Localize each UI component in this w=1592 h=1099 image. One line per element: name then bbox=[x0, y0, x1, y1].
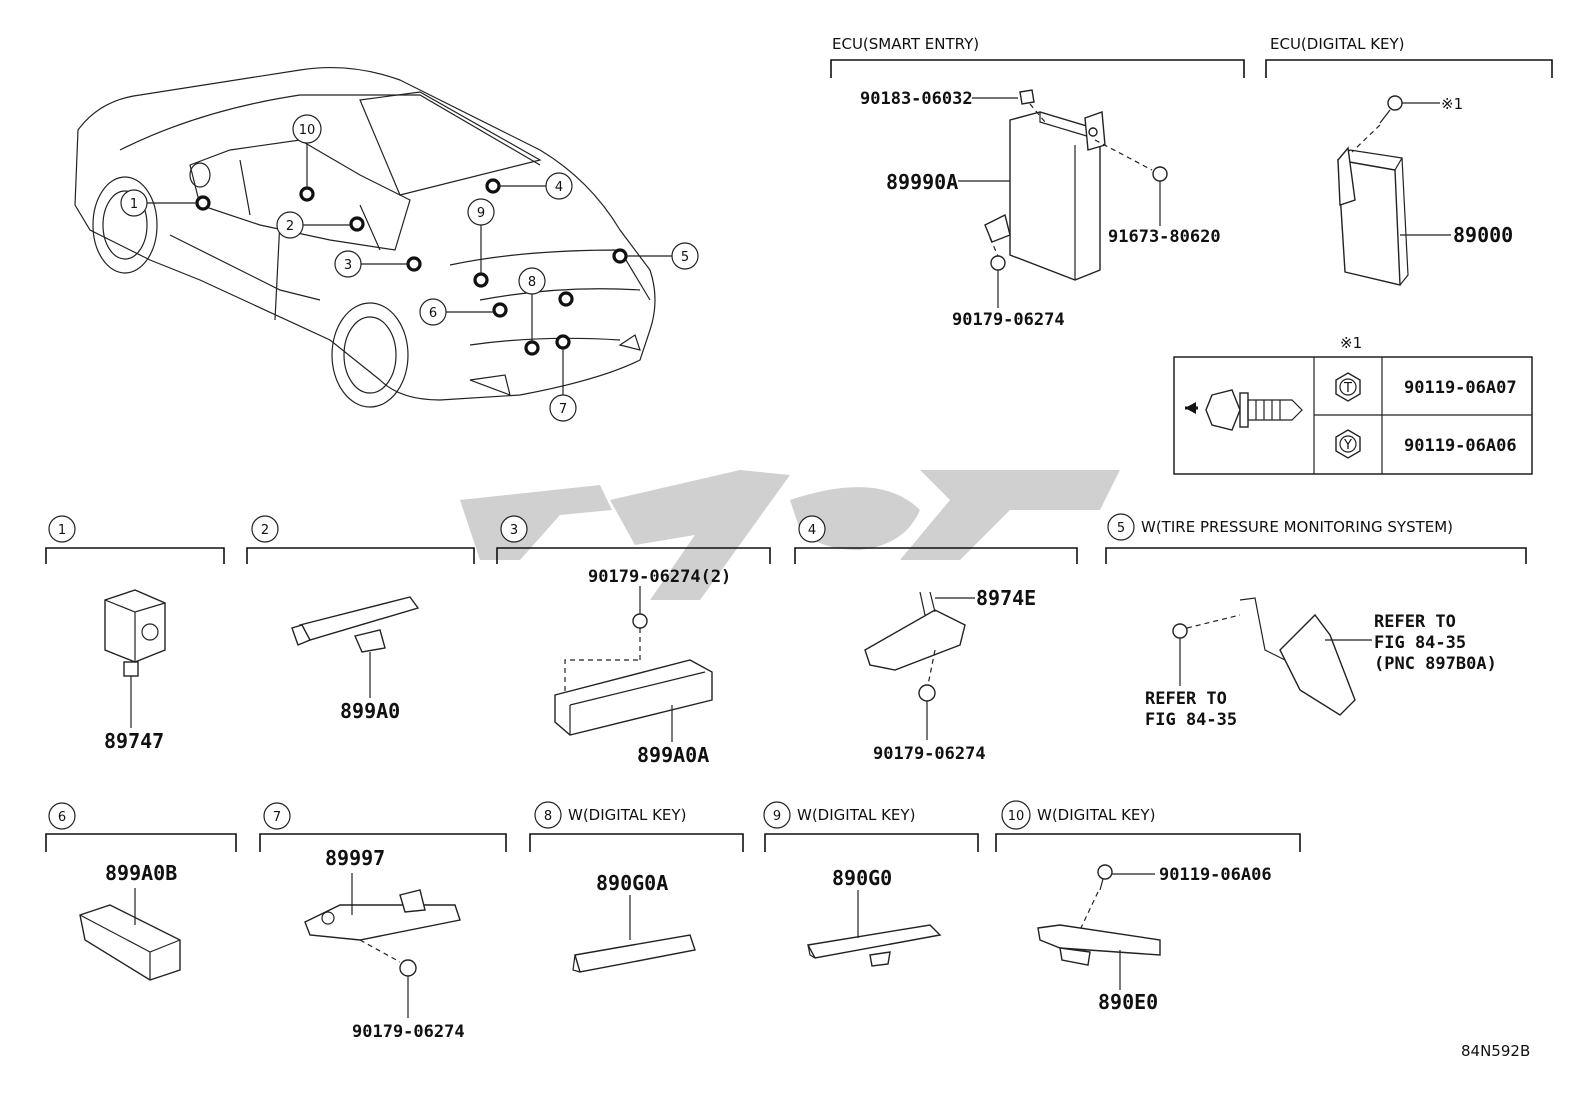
section-3: 3 90179-06274(2) 899A0A bbox=[496, 515, 771, 767]
svg-text:T: T bbox=[1343, 381, 1352, 396]
note-table: ※1 T Y 90119-06A07 90119-06A06 bbox=[1173, 334, 1533, 475]
svg-text:(PNC 897B0A): (PNC 897B0A) bbox=[1374, 654, 1497, 674]
svg-text:5: 5 bbox=[1117, 521, 1125, 536]
car-illustration: 1 2 3 4 5 6 7 8 9 10 bbox=[74, 66, 699, 422]
svg-text:3: 3 bbox=[344, 258, 352, 273]
svg-text:90119-06A06: 90119-06A06 bbox=[1404, 436, 1517, 456]
svg-text:3: 3 bbox=[510, 523, 518, 538]
svg-text:6: 6 bbox=[429, 306, 437, 321]
svg-text:9: 9 bbox=[773, 809, 781, 824]
svg-text:90119-06A06: 90119-06A06 bbox=[1159, 865, 1272, 885]
svg-text:90179-06274: 90179-06274 bbox=[873, 744, 986, 764]
car-callout-2: 2 bbox=[276, 211, 304, 239]
svg-text:REFER TO: REFER TO bbox=[1145, 689, 1227, 709]
svg-text:890E0: 890E0 bbox=[1098, 990, 1158, 1014]
svg-text:5: 5 bbox=[681, 250, 689, 265]
svg-text:8: 8 bbox=[544, 809, 552, 824]
svg-text:890G0A: 890G0A bbox=[596, 871, 668, 895]
car-callout-5: 5 bbox=[671, 242, 699, 270]
svg-text:90179-06274: 90179-06274 bbox=[952, 310, 1065, 330]
car-callout-6: 6 bbox=[419, 298, 447, 326]
svg-text:90183-06032: 90183-06032 bbox=[860, 89, 973, 109]
svg-text:91673-80620: 91673-80620 bbox=[1108, 227, 1221, 247]
svg-text:W(TIRE PRESSURE MONITORING SYS: W(TIRE PRESSURE MONITORING SYSTEM) bbox=[1141, 518, 1453, 536]
section-4: 4 8974E 90179-06274 bbox=[794, 515, 1078, 764]
svg-text:90179-06274(2): 90179-06274(2) bbox=[588, 567, 731, 587]
svg-text:REFER TO: REFER TO bbox=[1374, 612, 1456, 632]
svg-text:W(DIGITAL KEY): W(DIGITAL KEY) bbox=[797, 806, 915, 824]
svg-text:90119-06A07: 90119-06A07 bbox=[1404, 378, 1517, 398]
diagram-code: 84N592B bbox=[1461, 1042, 1530, 1060]
svg-text:Y: Y bbox=[1343, 438, 1352, 453]
svg-text:8: 8 bbox=[528, 275, 536, 290]
car-callout-3: 3 bbox=[334, 250, 362, 278]
svg-text:89997: 89997 bbox=[325, 846, 385, 870]
svg-text:89000: 89000 bbox=[1453, 223, 1513, 247]
section-7: 7 89997 90179-06274 bbox=[259, 802, 507, 1042]
svg-text:1: 1 bbox=[130, 197, 138, 212]
svg-text:89747: 89747 bbox=[104, 729, 164, 753]
section-ecu-smart-entry: ECU(SMART ENTRY) 90183-06032 89990A 9167… bbox=[830, 35, 1245, 330]
section-ecu-digital-key: ECU(DIGITAL KEY) ※1 89000 bbox=[1265, 35, 1553, 286]
svg-text:6: 6 bbox=[58, 810, 66, 825]
svg-text:899A0B: 899A0B bbox=[105, 861, 177, 885]
svg-text:899A0A: 899A0A bbox=[637, 743, 709, 767]
car-callout-7: 7 bbox=[549, 394, 577, 422]
svg-text:2: 2 bbox=[261, 523, 269, 538]
svg-text:9: 9 bbox=[477, 206, 485, 221]
car-callout-1: 1 bbox=[120, 189, 148, 217]
section-8: 8 W(DIGITAL KEY) 890G0A bbox=[529, 801, 744, 973]
car-callout-4: 4 bbox=[545, 172, 573, 200]
svg-text:890G0: 890G0 bbox=[832, 866, 892, 890]
svg-text:899A0: 899A0 bbox=[340, 699, 400, 723]
car-callout-9: 9 bbox=[467, 198, 495, 226]
svg-text:※1: ※1 bbox=[1340, 334, 1362, 352]
svg-text:8974E: 8974E bbox=[976, 586, 1036, 610]
svg-text:10: 10 bbox=[1008, 809, 1025, 824]
svg-text:※1: ※1 bbox=[1441, 95, 1463, 113]
car-callout-10: 10 bbox=[292, 114, 322, 144]
svg-text:ECU(DIGITAL KEY): ECU(DIGITAL KEY) bbox=[1270, 35, 1405, 53]
svg-text:7: 7 bbox=[559, 402, 567, 417]
section-2: 2 899A0 bbox=[246, 515, 475, 723]
svg-text:FIG 84-35: FIG 84-35 bbox=[1145, 710, 1237, 730]
svg-text:89990A: 89990A bbox=[886, 170, 958, 194]
svg-text:4: 4 bbox=[808, 523, 816, 538]
section-10: 10 W(DIGITAL KEY) 890E0 90119-06A06 bbox=[995, 800, 1301, 1014]
section-1: 1 89747 bbox=[45, 515, 225, 753]
svg-text:90179-06274: 90179-06274 bbox=[352, 1022, 465, 1042]
svg-text:4: 4 bbox=[555, 180, 563, 195]
section-9: 9 W(DIGITAL KEY) 890G0 bbox=[763, 801, 979, 967]
svg-text:10: 10 bbox=[299, 123, 316, 138]
section-5: 5 W(TIRE PRESSURE MONITORING SYSTEM) REF… bbox=[1105, 513, 1527, 730]
section-6: 6 899A0B bbox=[45, 802, 237, 981]
svg-text:2: 2 bbox=[286, 219, 294, 234]
svg-text:W(DIGITAL KEY): W(DIGITAL KEY) bbox=[1037, 806, 1155, 824]
svg-text:FIG 84-35: FIG 84-35 bbox=[1374, 633, 1466, 653]
svg-text:7: 7 bbox=[273, 810, 281, 825]
watermark-logo bbox=[460, 470, 1120, 600]
svg-text:1: 1 bbox=[58, 523, 66, 538]
svg-text:W(DIGITAL KEY): W(DIGITAL KEY) bbox=[568, 806, 686, 824]
car-callout-8: 8 bbox=[518, 267, 546, 295]
svg-text:ECU(SMART ENTRY): ECU(SMART ENTRY) bbox=[832, 35, 979, 53]
